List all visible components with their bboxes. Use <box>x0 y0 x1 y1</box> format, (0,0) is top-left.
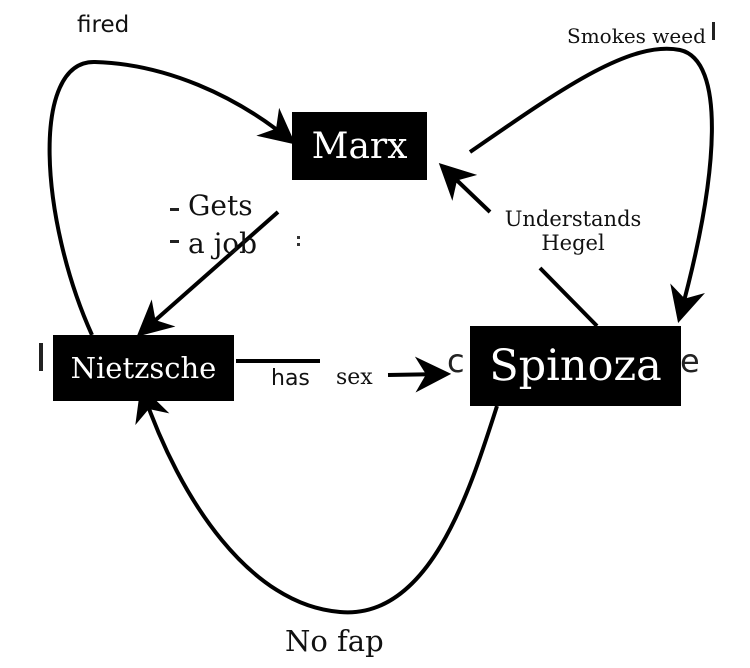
node-spinoza: Spinoza <box>470 326 681 406</box>
edge-label-hegel: Hegel <box>541 231 605 256</box>
node-marx-label: Marx <box>311 125 408 167</box>
edge-label-no-fap: No fap <box>285 624 384 658</box>
node-marx: Marx <box>292 112 427 180</box>
node-nietzsche-label: Nietzsche <box>70 351 217 385</box>
edge-label-fired: fired <box>77 12 130 38</box>
edge-fired <box>47 59 296 336</box>
node-spinoza-label: Spinoza <box>489 341 662 391</box>
node-nietzsche: Nietzsche <box>53 335 234 401</box>
fragment-dash-1 <box>170 208 179 211</box>
edge-has-sex-arrow <box>387 356 452 393</box>
edge-label-smokes-weed: Smokes weed <box>567 24 706 48</box>
edge-understands-hegel <box>444 168 599 328</box>
edge-label-understands-hegel: Understands Hegel <box>498 207 648 255</box>
fragment-e: e <box>680 342 700 380</box>
fragment-c: c <box>447 342 465 380</box>
edge-label-has: has <box>271 366 310 391</box>
fragment-dash-2 <box>170 240 179 243</box>
fragment-dots <box>297 236 304 246</box>
fragment-bar-top-right <box>712 22 715 40</box>
edge-smokes-weed <box>468 46 714 323</box>
edge-label-a-job: a job <box>188 227 258 260</box>
fragment-bar-left <box>39 343 43 371</box>
edge-gets-a-job <box>136 210 280 337</box>
edge-label-sex: sex <box>336 365 373 390</box>
edge-label-understands: Understands <box>504 207 642 231</box>
edge-no-fap <box>135 385 499 615</box>
edge-label-gets: Gets <box>188 189 253 222</box>
